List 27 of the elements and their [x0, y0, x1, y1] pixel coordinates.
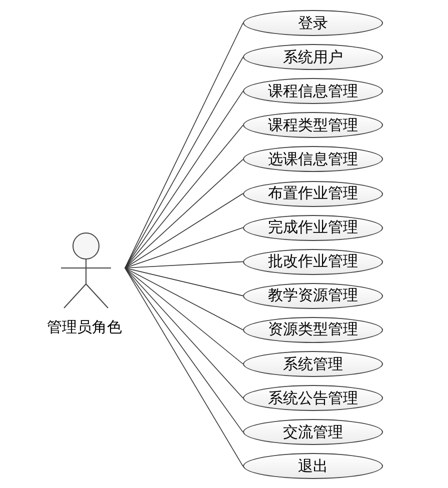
connector-line	[124, 124, 244, 268]
connector-line	[124, 268, 244, 364]
use-case-ellipse: 退出	[243, 453, 383, 480]
use-case-ellipse: 批改作业管理	[243, 248, 383, 275]
use-case-ellipse: 交流管理	[243, 419, 383, 446]
connector-line	[124, 90, 244, 268]
use-case-ellipse: 选课信息管理	[243, 146, 383, 172]
connector-line	[124, 268, 244, 296]
use-case-ellipse: 课程信息管理	[243, 78, 383, 104]
use-case-ellipse: 教学资源管理	[243, 282, 383, 309]
use-case-ellipse: 系统用户	[243, 44, 383, 70]
use-case-ellipse: 资源类型管理	[243, 316, 383, 343]
use-case-ellipse: 系统管理	[243, 351, 383, 377]
use-case-ellipse: 课程类型管理	[243, 112, 383, 138]
use-case-ellipse: 登录	[243, 10, 383, 36]
use-case-ellipse: 系统公告管理	[243, 385, 383, 412]
connector-line	[124, 261, 244, 268]
connector-line	[124, 159, 244, 268]
connector-line	[124, 193, 244, 268]
connector-line	[124, 268, 244, 398]
use-case-ellipse: 布置作业管理	[243, 180, 383, 206]
connector-line	[124, 268, 244, 433]
use-case-ellipse: 完成作业管理	[243, 214, 383, 241]
actor-label: 管理员角色	[47, 318, 122, 337]
connector-line	[124, 268, 244, 467]
connector-line	[124, 268, 244, 330]
connector-line	[124, 227, 244, 268]
